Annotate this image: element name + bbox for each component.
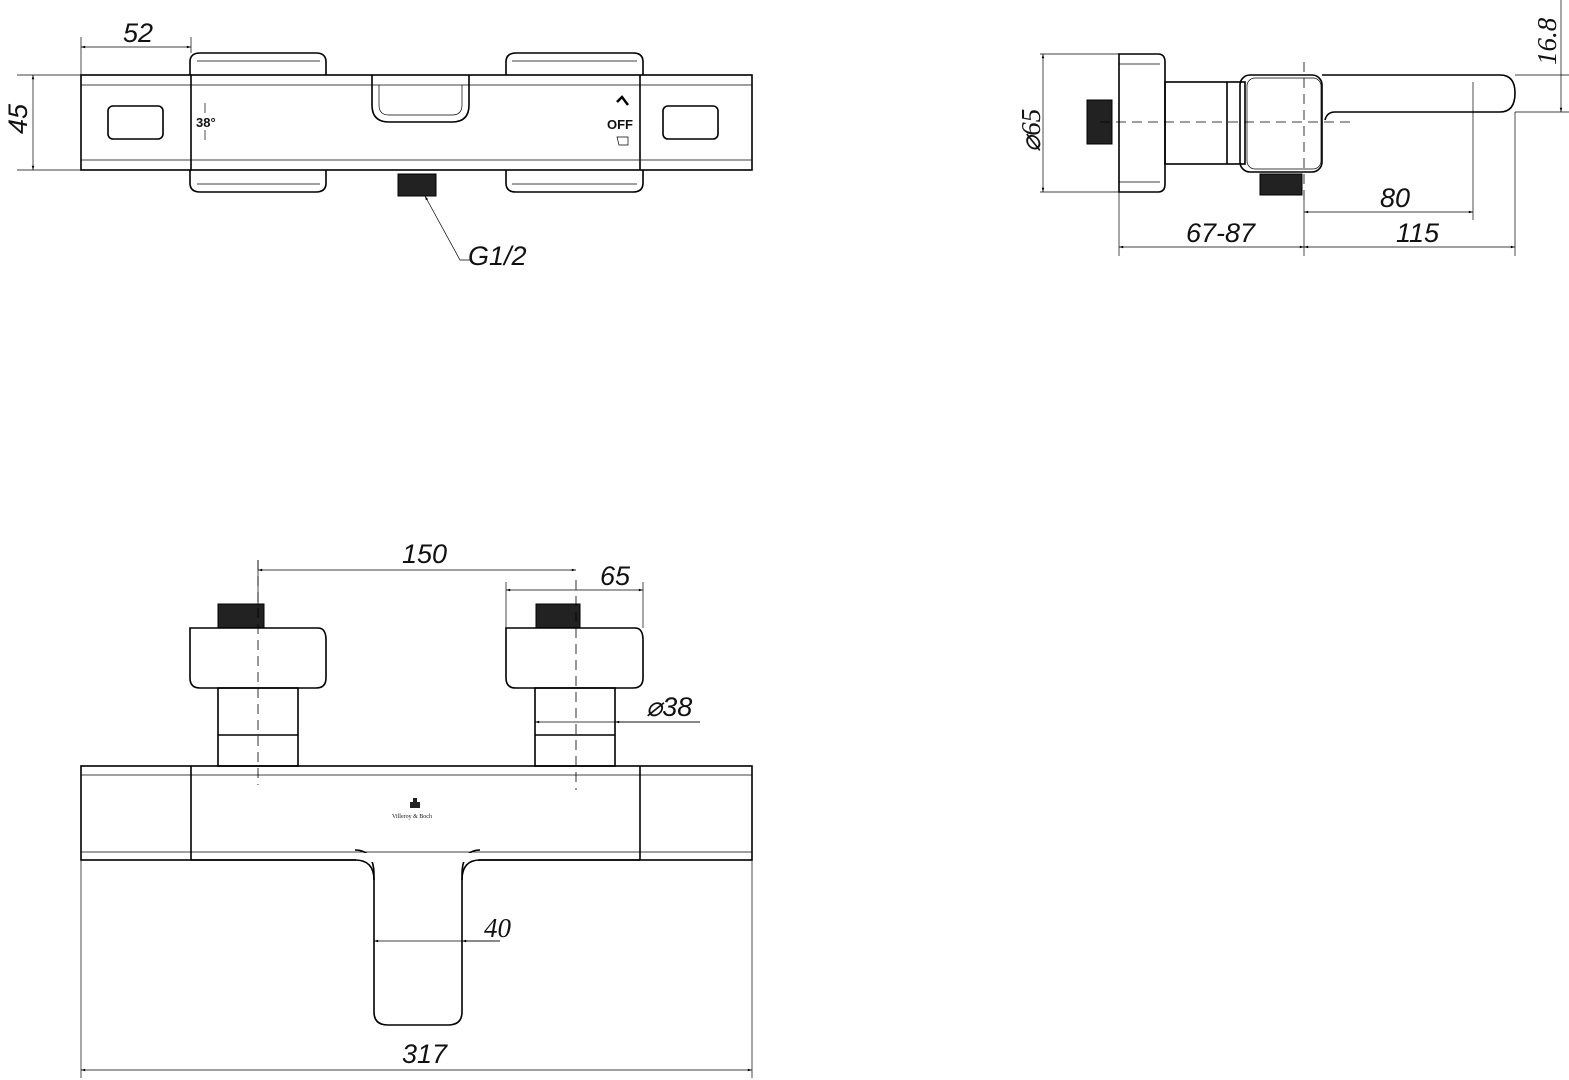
knob-tab	[189, 170, 327, 193]
dim-150: 150	[402, 539, 447, 569]
svg-text:Villeroy & Boch: Villeroy & Boch	[392, 814, 432, 820]
front-view: Villeroy & Boch 150 65 ⌀38 40 317	[80, 539, 753, 1078]
end-window	[107, 105, 164, 140]
dim-40: 40	[484, 913, 512, 943]
mixer-body	[80, 74, 753, 171]
knob	[505, 627, 644, 689]
dim-80: 80	[1380, 183, 1410, 213]
dim-115: 115	[1396, 218, 1440, 248]
spout	[354, 849, 481, 1026]
knob-tab	[505, 52, 644, 75]
outlet-thread	[397, 173, 437, 197]
center-notch	[371, 75, 470, 123]
dim-67-87: 67-87	[1186, 218, 1256, 248]
bath-icon	[616, 136, 629, 146]
knob-tab	[505, 170, 644, 193]
knob-tab	[189, 52, 327, 75]
mixer-body	[80, 765, 753, 861]
dim-65: 65	[600, 561, 631, 591]
outlet-label: G1/2	[468, 241, 527, 271]
dim-317: 317	[402, 1039, 448, 1069]
stem	[534, 687, 616, 767]
side-view: ⌀65 16.8 80 67-87 115	[1016, 0, 1569, 256]
top-view: 38° OFF G1/2 52 45	[3, 18, 753, 271]
inlet-thread	[217, 603, 265, 629]
temp-marking: 38°	[196, 115, 216, 130]
shower-icon	[616, 95, 629, 106]
dim-16-8: 16.8	[1532, 17, 1562, 65]
off-marking: OFF	[607, 117, 633, 132]
end-window	[662, 105, 719, 140]
brand-logo: Villeroy & Boch	[392, 798, 432, 820]
lever	[1322, 74, 1516, 121]
knob-body	[1239, 74, 1323, 173]
inlet-thread	[535, 603, 581, 629]
dim-diameter-38: ⌀38	[646, 692, 692, 722]
wall-plate	[1118, 53, 1166, 193]
dim-45: 45	[3, 103, 33, 134]
knob	[189, 627, 327, 689]
dim-diameter-65: ⌀65	[1016, 109, 1046, 152]
outlet-thread	[1259, 173, 1303, 196]
dim-52: 52	[123, 18, 153, 48]
